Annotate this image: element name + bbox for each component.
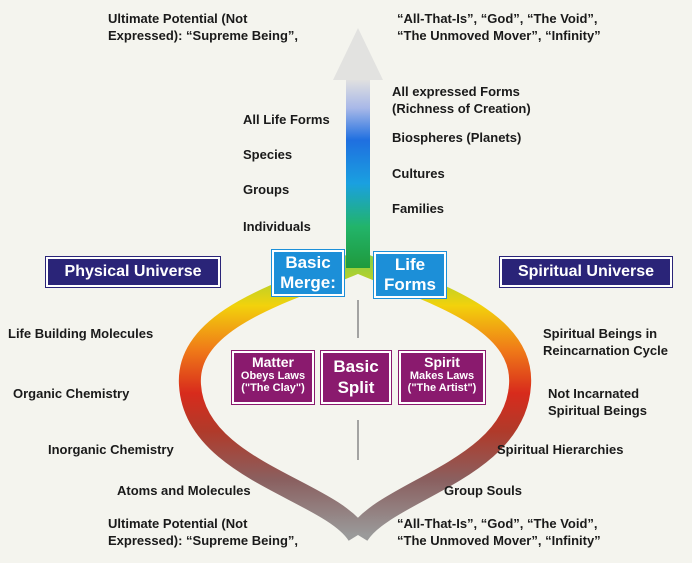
spirit-box: Spirit Makes Laws ("The Artist") xyxy=(398,350,486,405)
stem-right-families: Families xyxy=(392,201,445,216)
bottom-right-label: “All-That-Is”, “God”, “The Void”,“The Un… xyxy=(397,516,601,548)
stem-left-all-life-forms: All Life Forms xyxy=(243,112,330,127)
left-inorganic-chemistry: Inorganic Chemistry xyxy=(48,442,174,457)
right-group-souls: Group Souls xyxy=(444,483,522,498)
stem-left-species: Species xyxy=(243,147,293,162)
stem-bar xyxy=(346,80,370,268)
left-life-building-molecules: Life Building Molecules xyxy=(8,326,154,341)
stem-right-biospheres: Biospheres (Planets) xyxy=(392,130,522,145)
stem-right-cultures: Cultures xyxy=(392,166,445,181)
matter-box: Matter Obeys Laws ("The Clay") xyxy=(231,350,315,405)
left-atoms-and-molecules: Atoms and Molecules xyxy=(117,483,251,498)
left-organic-chemistry: Organic Chemistry xyxy=(13,386,130,401)
stem-right-expressed-forms: All expressed Forms(Richness of Creation… xyxy=(392,84,531,116)
arrow-head xyxy=(333,28,383,80)
stem-left-individuals: Individuals xyxy=(243,219,311,234)
stem-left-groups: Groups xyxy=(243,182,290,197)
right-spiritual-hierarchies: Spiritual Hierarchies xyxy=(497,442,624,457)
top-right-label: “All-That-Is”, “God”, “The Void”,“The Un… xyxy=(397,11,601,43)
spiritual-universe-box: Spiritual Universe xyxy=(499,256,673,288)
physical-universe-box: Physical Universe xyxy=(45,256,221,288)
